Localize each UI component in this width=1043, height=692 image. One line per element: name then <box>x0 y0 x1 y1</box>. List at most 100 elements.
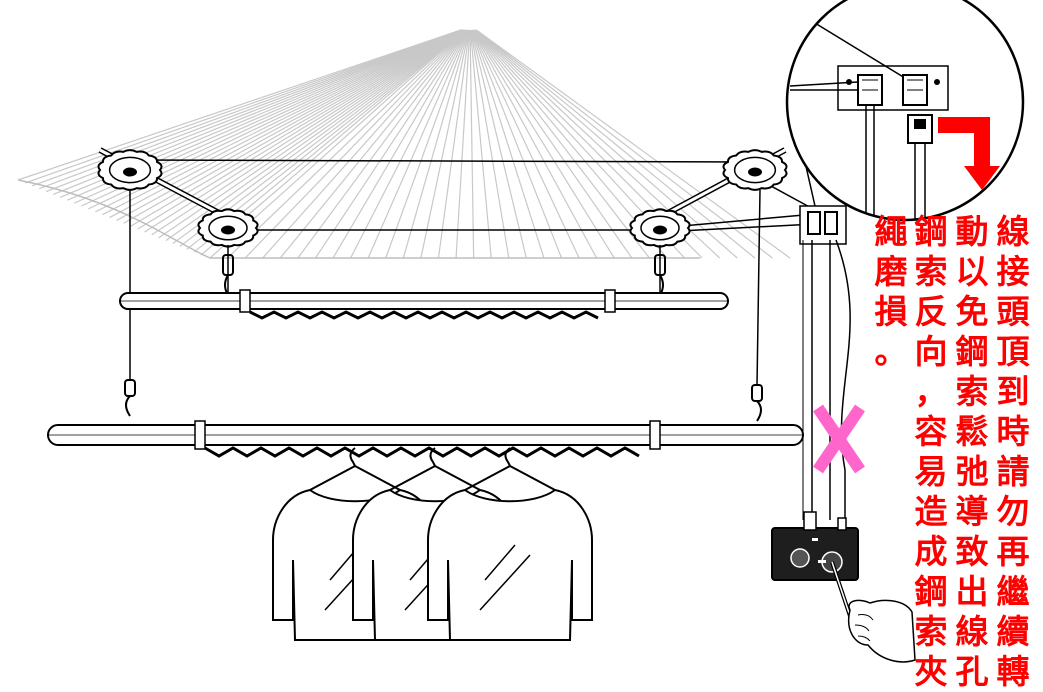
warning-char: 。 <box>874 332 908 371</box>
ceiling-ray <box>469 29 475 259</box>
warning-char: 鋼 <box>914 212 948 251</box>
warning-char: 線 <box>955 612 989 651</box>
ceiling-ray <box>471 29 580 259</box>
warning-char: 索 <box>914 612 948 651</box>
warning-char: 容 <box>914 412 948 451</box>
warning-char: 請 <box>996 452 1030 491</box>
warning-char: 線 <box>996 212 1030 251</box>
warning-column-1: 線接頭頂到時請勿再繼續轉 <box>994 212 1032 692</box>
ceiling-ray <box>475 29 773 259</box>
warning-char: 反 <box>914 292 948 331</box>
ceiling-ray <box>144 29 464 233</box>
ceiling-ray <box>420 29 470 259</box>
magnifier-circle <box>785 0 1025 222</box>
lower-rod <box>47 420 804 458</box>
ceiling-ray <box>262 29 467 259</box>
ceiling-ray <box>385 29 469 259</box>
warning-char: 出 <box>955 572 989 611</box>
warning-char: 索 <box>914 252 948 291</box>
warning-char: 時 <box>996 412 1030 451</box>
ceiling-ray <box>472 29 598 259</box>
ceiling-ray <box>437 29 470 259</box>
warning-column-4: 繩磨損。 <box>872 212 910 372</box>
wall-bracket <box>799 205 851 520</box>
warning-char: 頂 <box>996 332 1030 371</box>
warning-char: 頭 <box>996 292 1030 331</box>
warning-char: 免 <box>955 292 989 331</box>
ceiling-ray <box>473 29 650 259</box>
warning-char: 鋼 <box>955 332 989 371</box>
ceiling-ray <box>244 29 466 259</box>
ceiling-ray <box>472 29 615 259</box>
pulleys <box>97 149 788 248</box>
warning-char: 再 <box>996 532 1030 571</box>
warning-char: 弛 <box>955 452 989 491</box>
ceiling-ray <box>367 29 469 259</box>
pulley <box>97 149 163 191</box>
warning-char: 損 <box>874 292 908 331</box>
warning-char: 動 <box>955 212 989 251</box>
ceiling-edge <box>17 179 700 259</box>
ceiling-ray <box>297 29 468 259</box>
warning-column-3: 鋼索反向，容易造成鋼索夾 <box>912 212 950 692</box>
pulley <box>722 149 788 191</box>
warning-char: 轉 <box>996 652 1030 691</box>
warning-char: 繩 <box>874 212 908 251</box>
ceiling-ray <box>469 29 492 259</box>
ceiling-ray <box>455 29 471 259</box>
upper-rod <box>119 289 729 320</box>
pulley <box>197 208 259 248</box>
cable-top <box>129 159 751 163</box>
ceiling-ray <box>470 29 545 259</box>
ceiling-ray <box>475 29 756 259</box>
warning-char: 接 <box>996 252 1030 291</box>
hooks <box>124 254 763 422</box>
lower-rod-zigzag <box>204 446 640 458</box>
hand <box>848 599 916 663</box>
hook-right-back <box>751 384 763 422</box>
ceiling-ray <box>350 29 469 259</box>
hook-left-back <box>124 379 136 417</box>
shirt-icon <box>427 447 593 641</box>
ceiling-ray <box>24 29 462 184</box>
warning-char: 勿 <box>996 492 1030 531</box>
warning-char: ， <box>914 372 948 411</box>
ceiling-ray <box>470 29 510 259</box>
shirts <box>272 447 593 641</box>
ceiling <box>17 29 816 259</box>
warning-char: 夾 <box>914 652 948 691</box>
ceiling-ray <box>172 29 465 245</box>
ceiling-ray <box>158 29 465 239</box>
ceiling-ray <box>472 29 633 259</box>
red-arrow-icon <box>938 117 1000 190</box>
ceiling-ray <box>402 29 470 259</box>
ceiling-ray <box>227 29 466 259</box>
warning-char: 造 <box>914 492 948 531</box>
upper-rod-zigzag <box>249 310 599 320</box>
ceiling-ray <box>474 29 738 259</box>
ceiling-ray <box>102 29 463 216</box>
warning-char: 導 <box>955 492 989 531</box>
cable-right-back <box>756 189 761 386</box>
ceiling-ray <box>476 29 791 259</box>
ceiling-ray <box>17 29 462 181</box>
warning-char: 成 <box>914 532 948 571</box>
ceiling-ray <box>165 29 465 242</box>
warning-char: 易 <box>914 452 948 491</box>
hand-crank <box>830 561 916 663</box>
warning-char: 磨 <box>874 252 908 291</box>
warning-char: 繼 <box>996 572 1030 611</box>
warning-char: 以 <box>955 252 989 291</box>
ceiling-ray <box>332 29 468 259</box>
warning-char: 鋼 <box>914 572 948 611</box>
ceiling-ray <box>151 29 464 236</box>
warning-char: 索 <box>955 372 989 411</box>
pink-x-icon <box>813 404 865 474</box>
warning-char: 到 <box>996 372 1030 411</box>
warning-char: 致 <box>955 532 989 571</box>
warning-column-2: 動以免鋼索鬆弛導致出線孔 <box>953 212 991 692</box>
pulley <box>629 208 691 248</box>
warning-char: 續 <box>996 612 1030 651</box>
ceiling-ray <box>470 29 527 259</box>
